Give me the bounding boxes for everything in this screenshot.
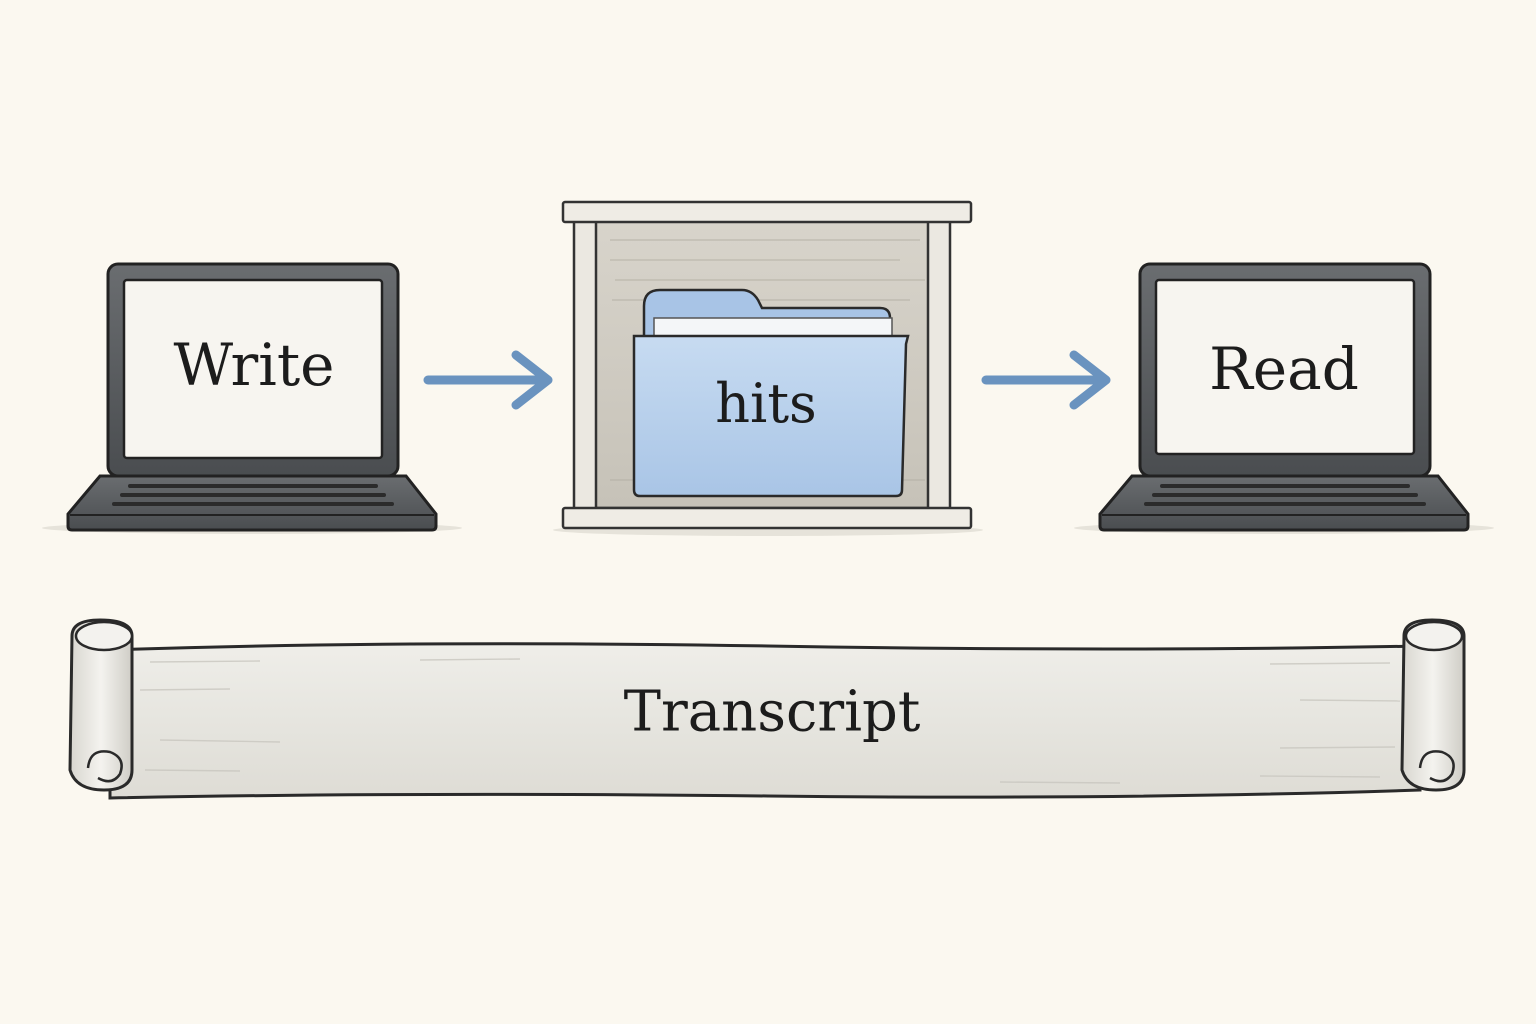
laptop-icon bbox=[1074, 262, 1494, 534]
read-node: Read bbox=[1074, 262, 1494, 534]
arrow-store-to-read bbox=[981, 350, 1111, 410]
write-node: Write bbox=[42, 262, 462, 534]
store-node: hits bbox=[553, 200, 983, 536]
store-label: hits bbox=[715, 372, 816, 435]
laptop-icon bbox=[42, 262, 462, 534]
scroll-icon bbox=[68, 618, 1466, 800]
folder-icon bbox=[632, 288, 910, 498]
transcript-scroll: Transcript bbox=[68, 618, 1466, 800]
read-label: Read bbox=[1209, 335, 1359, 403]
arrow-write-to-store bbox=[423, 350, 553, 410]
write-label: Write bbox=[174, 331, 335, 399]
transcript-label: Transcript bbox=[624, 680, 921, 745]
